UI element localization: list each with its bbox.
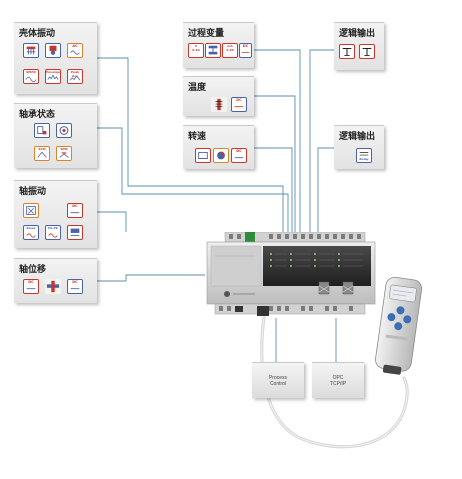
panel-title: 轴振动	[19, 187, 47, 197]
proximity-probe-icon	[23, 203, 39, 218]
bearing-sensor-icon	[34, 123, 50, 138]
panel-logic-output-1: 逻辑输出	[334, 22, 384, 70]
pressure-gauge-icon	[205, 43, 221, 58]
wire-temperature	[254, 95, 296, 232]
wire-housing-vibration	[97, 57, 284, 232]
opc-tcpip-label: OPC TCP/IP	[329, 374, 347, 387]
spm-hd-icon: SPM HD	[56, 146, 72, 161]
envelope-icon: Envelope	[45, 69, 61, 84]
wire-bearing-condition	[97, 127, 289, 232]
relay-output-icon	[359, 44, 375, 59]
panel-title: 逻辑输出	[339, 29, 376, 39]
relay-icon: Relay	[356, 148, 372, 163]
panel-title: 轴位移	[19, 265, 47, 275]
wire-speed	[254, 147, 293, 232]
rotation-icon	[213, 148, 229, 163]
panel-title: 壳体振动	[19, 29, 56, 39]
wire-process-variable	[254, 49, 301, 232]
panel-title: 转速	[188, 132, 207, 142]
relay-output-icon	[339, 44, 355, 59]
wire-logic-output-1	[309, 49, 334, 232]
panel-logic-output-2: 逻辑输出 Relay	[334, 125, 384, 169]
panel-title: 轴承状态	[19, 110, 56, 120]
dc-icon: DC	[231, 148, 247, 163]
process-control-box: Process Control	[252, 362, 304, 398]
panel-process-variable: 过程变量 V 0-10 mA 4-20 DC	[183, 22, 254, 68]
smax-icon: SMAX	[23, 69, 39, 84]
panel-speed: 转速 DC	[183, 125, 254, 169]
pk-pk-icon: Pk-Pk	[45, 225, 61, 240]
wire-shaft-vibration	[97, 211, 127, 232]
monitoring-device	[205, 231, 377, 318]
orbit-icon	[67, 225, 83, 240]
current-4-20-icon: mA 4-20	[222, 43, 238, 58]
peak-acc-icon: Peak Acc	[67, 69, 83, 84]
panel-shaft-displacement: 轴位移 DC DC	[14, 258, 97, 303]
dc-icon: DC	[23, 279, 39, 294]
wire-logic-output-2	[317, 147, 334, 232]
ac-icon: AC	[67, 43, 83, 58]
process-control-label: Process Control	[268, 374, 288, 387]
panel-shaft-vibration: 轴振动 DC Smax Pk-Pk	[14, 180, 97, 248]
bearing-icon	[56, 123, 72, 138]
dc-icon: DC	[239, 43, 252, 58]
wire-shaft-displacement	[97, 274, 205, 282]
panel-title: 温度	[188, 83, 207, 93]
thermometer-icon	[211, 97, 227, 112]
tachometer-icon	[195, 148, 211, 163]
accelerometer-icon	[45, 43, 61, 58]
scm-icon: SCM	[34, 146, 50, 161]
smax-icon: Smax	[23, 225, 39, 240]
panel-title: 过程变量	[188, 29, 225, 39]
panel-bearing-condition: 轴承状态 SCM SPM HD	[14, 103, 97, 168]
panel-temperature: 温度 DC	[183, 76, 254, 116]
panel-title: 逻辑输出	[339, 132, 376, 142]
panel-housing-vibration: 壳体振动 AC SMAX Envelope Peak Acc	[14, 22, 97, 94]
handheld-terminal	[370, 276, 424, 380]
voltage-0-10-icon: V 0-10	[188, 43, 204, 58]
dc-icon: DC	[67, 279, 83, 294]
dc-icon: DC	[67, 203, 83, 218]
axial-position-icon	[45, 279, 61, 294]
waveform-icon	[23, 43, 39, 58]
opc-tcpip-box: OPC TCP/IP	[312, 362, 364, 398]
dc-icon: DC	[231, 97, 247, 112]
